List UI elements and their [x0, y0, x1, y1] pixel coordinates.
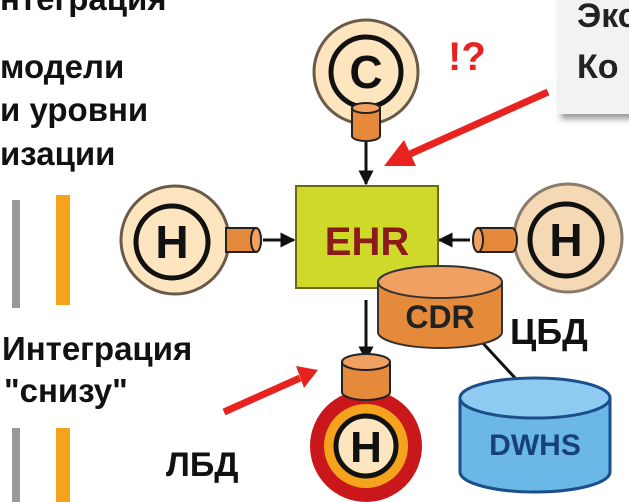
left-bars-bottom [12, 428, 70, 502]
node-top: C [312, 18, 420, 142]
heading-integration-cut: нтеграция [0, 0, 167, 18]
callout-line-2: Ко [577, 48, 619, 86]
cdr-label: CDR [405, 299, 474, 335]
node-bottom-label: H [350, 423, 382, 472]
left-bars-top [12, 195, 70, 308]
node-bottom: H [310, 353, 422, 502]
cdr-cylinder: CDR [377, 265, 503, 349]
ehr-label: EHR [325, 220, 410, 264]
red-arrow-bottom [222, 366, 318, 416]
heading-integration-bottom: Интеграция [2, 330, 193, 367]
node-left: H [119, 184, 262, 296]
text-models: модели [0, 48, 125, 85]
dwhs-cylinder: DWHS [458, 376, 612, 494]
node-top-label: C [349, 46, 382, 98]
dwhs-label: DWHS [489, 429, 581, 462]
text-ization: изации [0, 135, 116, 172]
red-arrow-top [384, 88, 550, 166]
text-from-below: "снизу" [4, 372, 128, 409]
callout-box: Экс Ко [557, 0, 629, 114]
node-right-label: H [549, 214, 582, 266]
text-and-levels: и уровни [0, 91, 149, 128]
node-left-label: H [155, 216, 188, 268]
callout-line-1: Экс [577, 0, 629, 35]
question-exclaim-mark: !? [448, 35, 486, 79]
label-lbd: ЛБД [166, 446, 239, 484]
node-right: H [472, 182, 624, 294]
label-cbd: ЦБД [510, 311, 588, 352]
